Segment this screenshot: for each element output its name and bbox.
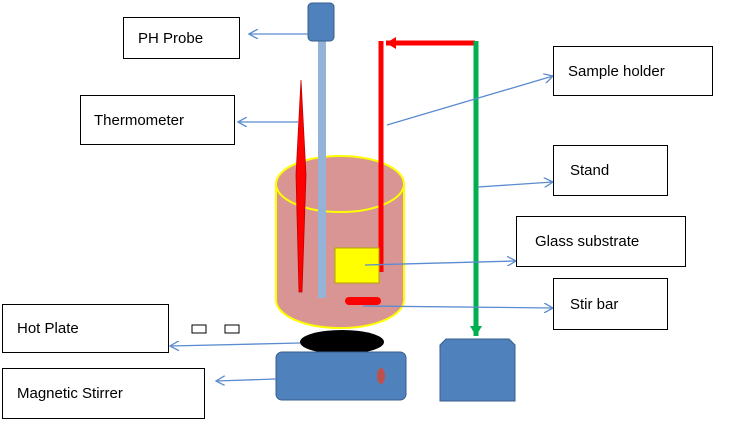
label-magnetic-stirrer: Magnetic Stirrer: [2, 368, 205, 419]
magnetic-stirrer-shape: [275, 351, 407, 401]
ph-probe-shape: [307, 2, 335, 298]
label-stand: Stand: [553, 145, 668, 196]
label-hot-plate: Hot Plate: [2, 304, 169, 353]
thermometer-shape: [295, 79, 307, 293]
glass-substrate-arrow: [364, 261, 516, 265]
small-box-right: [224, 324, 240, 334]
magnetic-stirrer-arrow: [216, 379, 277, 381]
label-hot-plate-text: Hot Plate: [17, 320, 79, 337]
sample-holder-shape: [378, 37, 475, 272]
label-ph-probe-text: PH Probe: [138, 29, 204, 47]
label-thermometer: Thermometer: [80, 95, 235, 145]
label-stir-bar: Stir bar: [553, 278, 668, 330]
label-sample-holder: Sample holder: [553, 46, 713, 96]
label-ph-probe: PH Probe: [123, 17, 240, 59]
label-glass-substrate: Glass substrate: [516, 216, 686, 267]
stand-base-shape: [439, 338, 516, 402]
pointer-arrows: [170, 34, 553, 381]
sample-holder-arrow: [386, 76, 553, 126]
label-thermometer-text: Thermometer: [94, 111, 185, 129]
beaker: [275, 155, 405, 329]
hot-plate-shape: [300, 330, 384, 354]
label-magnetic-stirrer-text: Magnetic Stirrer: [17, 385, 123, 402]
label-stir-bar-text: Stir bar: [570, 295, 619, 313]
stir-bar-arrow: [362, 306, 553, 308]
glass-substrate-shape: [334, 247, 380, 284]
stand-arrow: [477, 182, 553, 188]
label-stand-text: Stand: [570, 162, 610, 179]
small-box-left: [191, 324, 207, 334]
stir-bar-shape: [345, 297, 381, 305]
hot-plate-arrow: [170, 343, 301, 346]
label-glass-substrate-text: Glass substrate: [535, 233, 640, 250]
label-sample-holder-text: Sample holder: [568, 62, 665, 80]
